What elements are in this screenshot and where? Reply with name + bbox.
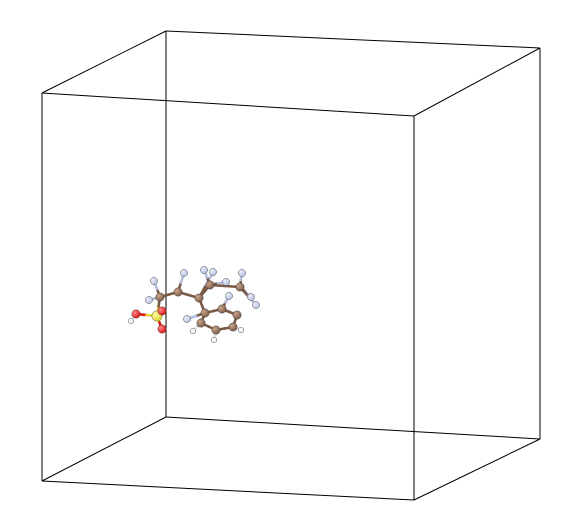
cell-edge-top-left-depth (41, 30, 167, 94)
atom-c-ring-3[interactable] (232, 310, 242, 320)
molecule[interactable] (127, 266, 260, 344)
atom-h-hydroxyl[interactable] (127, 318, 134, 325)
atom-c-4[interactable] (205, 280, 215, 290)
atom-f-ring-a[interactable] (225, 292, 233, 300)
atom-c-5[interactable] (235, 282, 245, 292)
atom-f-2a[interactable] (180, 269, 188, 277)
atom-c-ring-5[interactable] (211, 325, 221, 335)
atom-h-ring-1[interactable] (237, 327, 244, 334)
atom-f-4a[interactable] (200, 266, 208, 274)
unit-cell-box (41, 30, 541, 501)
cell-edge-back-bottom (165, 416, 541, 440)
atom-c-ring-2[interactable] (217, 304, 227, 314)
atom-f-5c[interactable] (252, 301, 260, 309)
atom-o-sulfonyl-bottom[interactable] (157, 324, 167, 334)
cell-edge-front-top (41, 92, 415, 117)
atom-f-5b[interactable] (247, 293, 255, 301)
atom-f-1a[interactable] (150, 277, 158, 285)
atom-h-ring-3[interactable] (189, 328, 196, 335)
atom-c-ring-4[interactable] (228, 322, 238, 332)
unit-cell-box-front (41, 92, 415, 501)
cell-edge-top-right-depth (413, 47, 541, 117)
atom-c-3[interactable] (194, 293, 204, 303)
atom-c-1[interactable] (155, 292, 165, 302)
cell-edge-bottom-right-depth (413, 438, 541, 501)
atom-c-ring-1[interactable] (200, 308, 210, 318)
cell-edge-front-bottom (41, 480, 415, 501)
atom-o-sulfonyl-top[interactable] (157, 306, 167, 316)
atom-c-ring-6[interactable] (196, 318, 206, 328)
atom-f-1b[interactable] (145, 296, 153, 304)
cell-edge-bottom-left-depth (41, 416, 167, 482)
atom-f-5a[interactable] (238, 269, 246, 277)
atom-o-hydroxyl[interactable] (131, 309, 141, 319)
cell-edge-back-top (165, 30, 541, 49)
atom-f-3a[interactable] (209, 268, 217, 276)
atom-f-ring-b[interactable] (183, 315, 191, 323)
atom-c-2[interactable] (173, 287, 183, 297)
atom-f-4b[interactable] (222, 278, 230, 286)
atom-h-ring-2[interactable] (210, 337, 217, 344)
